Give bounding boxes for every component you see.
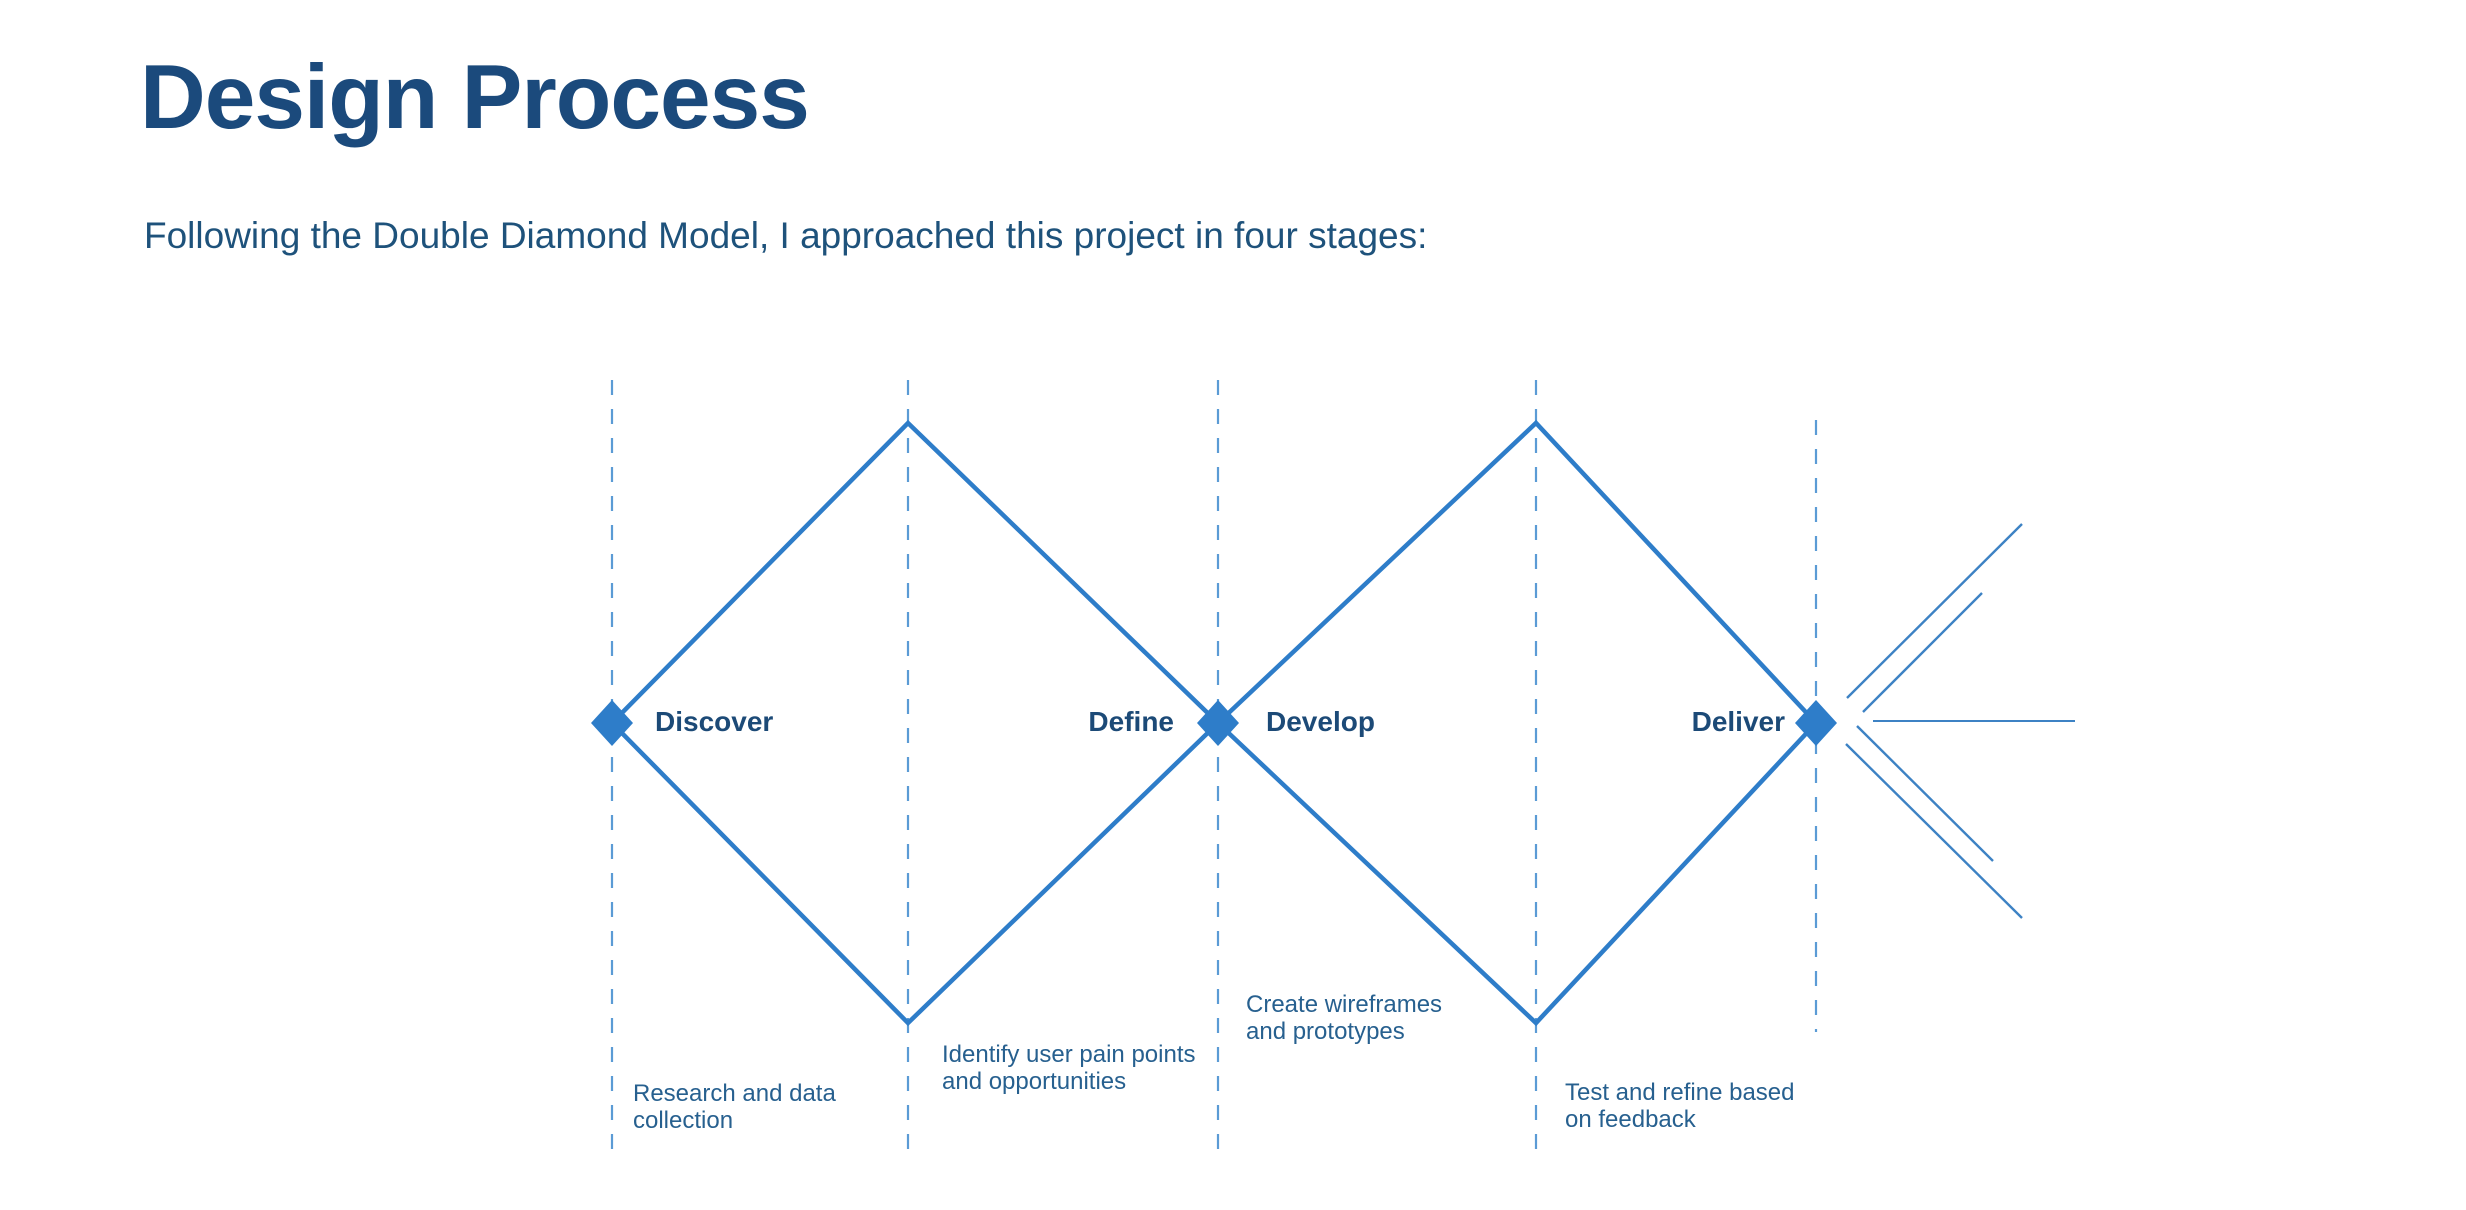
stage-label-define: Define <box>1088 706 1174 737</box>
stage-marker-discover <box>591 700 633 746</box>
stage-label-deliver: Deliver <box>1692 706 1785 737</box>
burst-line-top-long <box>1846 523 2023 699</box>
annotation-discover: Research and data collection <box>633 1080 842 1134</box>
annotation-deliver: Test and refine based on feedback <box>1565 1079 1801 1133</box>
annotation-define: Identify user pain points and opportunit… <box>942 1041 1202 1095</box>
stage-marker-deliver <box>1795 700 1837 746</box>
stage-marker-define-develop <box>1197 700 1239 746</box>
stage-label-discover: Discover <box>655 706 773 737</box>
burst-line-bottom-short <box>1856 725 1994 862</box>
page-subtitle: Following the Double Diamond Model, I ap… <box>144 215 1428 256</box>
annotation-develop: Create wireframes and prototypes <box>1246 991 1449 1045</box>
burst-line-top-short <box>1862 592 1983 713</box>
burst-line-bottom-long <box>1845 743 2023 919</box>
deliver-burst-lines <box>1845 523 2075 919</box>
stage-label-develop: Develop <box>1266 706 1375 737</box>
dashed-guidelines <box>610 380 1818 1158</box>
page-title: Design Process <box>140 47 810 148</box>
